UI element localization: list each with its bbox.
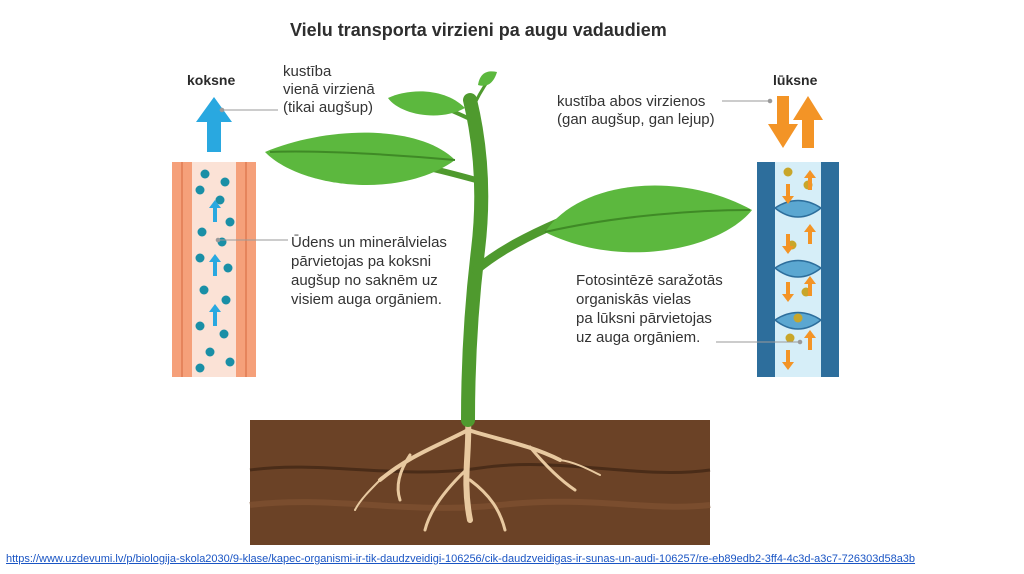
plant-roots	[354, 415, 601, 532]
phloem-direction-note: kustība abos virzienos (gan augšup, gan …	[557, 93, 715, 128]
plant-leaves	[265, 71, 752, 253]
xylem-vessel	[172, 162, 256, 377]
phloem-upward-arrow	[793, 96, 823, 148]
leader-lines	[215, 98, 803, 345]
phloem-sieve-tube	[757, 162, 839, 377]
xylem-label: koksne	[187, 72, 236, 88]
source-link[interactable]: https://www.uzdevumi.lv/p/biologija-skol…	[6, 553, 916, 565]
leaf-right	[545, 185, 752, 253]
leaf-left	[265, 132, 455, 185]
leaf-top-left	[388, 91, 465, 116]
phloem-label: lūksne	[773, 72, 818, 88]
leaf-top-right	[478, 71, 497, 86]
diagram-title: Vielu transporta virzieni pa augu vadaud…	[290, 20, 667, 40]
xylem-description: Ūdens un minerālvielas pārvietojas pa ko…	[291, 234, 447, 308]
xylem-upward-arrow	[196, 97, 232, 152]
phloem-downward-arrow	[768, 96, 798, 148]
soil	[249, 420, 711, 545]
phloem-description: Fotosintēzē saražotās organiskās vielas …	[576, 272, 723, 346]
xylem-direction-note: kustība vienā virzienā (tikai augšup)	[283, 63, 375, 116]
